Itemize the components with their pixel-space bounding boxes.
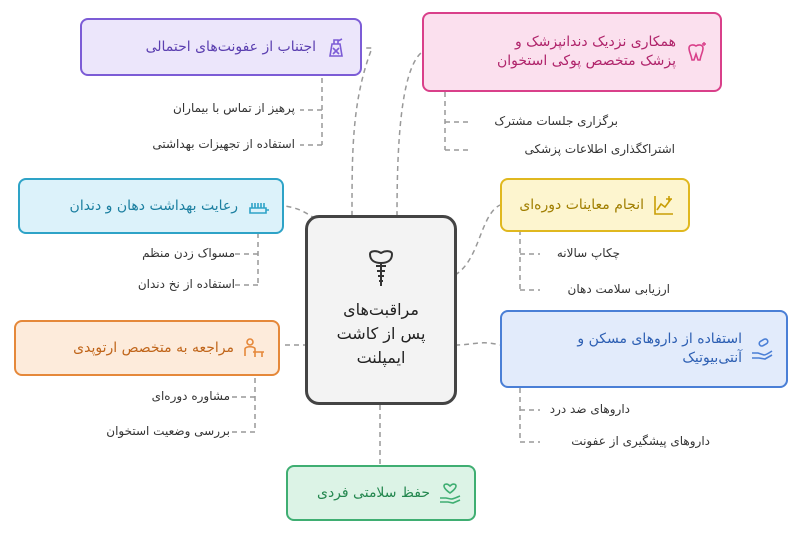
leaf-share-records: اشتراکگذاری اطلاعات پزشکی — [524, 142, 675, 156]
toothbrush-icon — [249, 203, 269, 214]
center-node: مراقبت‌های پس از کاشت ایمپلنت — [305, 215, 457, 405]
leaf-bone-check: بررسی وضعیت استخوان — [106, 424, 230, 438]
hand-heart-icon — [440, 483, 461, 504]
node-personal-health: حفظ سلامتی فردی — [286, 465, 476, 521]
leaf-hygiene-equipment: استفاده از تجهیزات بهداشتی — [152, 137, 295, 151]
node-checkups: انجام معاینات دوره‌ای — [500, 178, 690, 232]
leaf-annual-checkup: چکاپ سالانه — [556, 246, 620, 260]
hand-pills-icon — [752, 338, 773, 360]
node-collaboration: همکاری نزدیک دندانپزشک و پزشک متخصص پوکی… — [422, 12, 722, 92]
doctor-desk-icon — [244, 338, 264, 357]
node-avoid-infection-label: اجتناب از عفونت‌های احتمالی — [145, 38, 316, 55]
node-hygiene: رعایت بهداشت دهان و دندان — [18, 178, 284, 234]
node-collaboration-label: همکاری نزدیک دندانپزشک و پزشک متخصص پوکی… — [436, 33, 676, 71]
node-orthopedic-label: مراجعه به متخصص ارتوپدی — [73, 339, 234, 356]
leaf-oral-assessment: ارزیابی سلامت دهان — [567, 282, 670, 296]
node-medication: استفاده از داروهای مسکن و آنتی‌بیوتیک — [500, 310, 788, 388]
node-orthopedic: مراجعه به متخصص ارتوپدی — [14, 320, 280, 376]
spray-bottle-icon — [329, 38, 343, 57]
center-title-line-3: ایمپلنت — [356, 348, 406, 367]
health-chart-icon — [654, 196, 673, 215]
tooth-sparkle-icon — [688, 42, 706, 61]
node-collaboration-label-line-2: پزشک متخصص پوکی استخوان — [496, 53, 676, 69]
node-collaboration-label-line-1: همکاری نزدیک دندانپزشک و — [514, 34, 676, 51]
node-medication-label: استفاده از داروهای مسکن و آنتی‌بیوتیک — [514, 330, 742, 368]
node-avoid-infection: اجتناب از عفونت‌های احتمالی — [80, 18, 362, 76]
center-title: مراقبت‌های پس از کاشت ایمپلنت — [337, 298, 426, 370]
leaf-joint-sessions: برگزاری جلسات مشترک — [494, 114, 618, 128]
node-hygiene-label: رعایت بهداشت دهان و دندان — [69, 197, 238, 214]
node-checkups-label: انجام معاینات دوره‌ای — [519, 196, 644, 213]
leaf-infection-prevention: داروهای پیشگیری از عفونت — [571, 434, 710, 448]
leaf-painkillers: داروهای ضد درد — [549, 402, 630, 416]
leaf-brushing: مسواک زدن منظم — [142, 246, 235, 260]
node-medication-label-line-1: استفاده از داروهای مسکن و — [577, 331, 742, 348]
leaf-flossing: استفاده از نخ دندان — [137, 277, 235, 291]
center-title-line-2: پس از کاشت — [336, 324, 426, 343]
node-personal-health-label: حفظ سلامتی فردی — [316, 484, 430, 501]
leaf-periodic-consult: مشاوره دوره‌ای — [151, 389, 230, 403]
center-title-line-1: مراقبت‌های — [343, 300, 419, 319]
leaf-avoid-contact: پرهیز از تماس با بیماران — [173, 101, 295, 115]
tooth-implant-icon — [368, 250, 394, 286]
node-medication-label-line-2: آنتی‌بیوتیک — [682, 350, 742, 366]
